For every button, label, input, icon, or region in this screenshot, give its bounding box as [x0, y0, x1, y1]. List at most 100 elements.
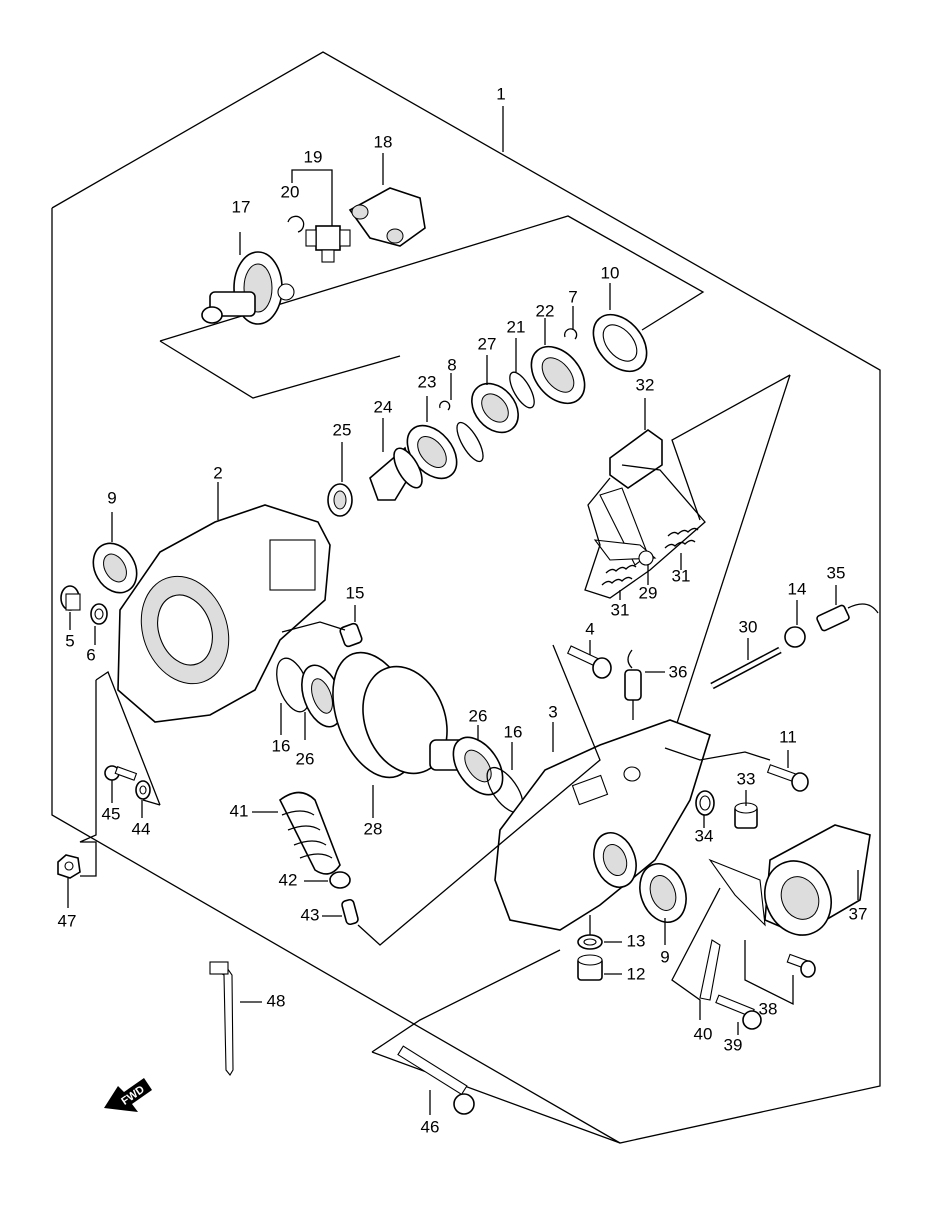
fwd-arrow-icon: FWD: [104, 1078, 152, 1112]
callout-26b: 26: [469, 706, 488, 725]
part-17-flange-shaft: [201, 232, 295, 325]
part-27-spacer: [471, 355, 519, 434]
callout-9a: 9: [107, 488, 116, 507]
callout-39: 39: [724, 1035, 743, 1054]
part-28-differential: [332, 651, 474, 818]
part-7-clip: [563, 328, 578, 340]
part-34-o-ring: [695, 790, 715, 828]
part-30-shaft: [710, 638, 782, 690]
callout-20: 20: [281, 182, 300, 201]
part-2-housing: [117, 482, 331, 723]
callout-8: 8: [447, 355, 456, 374]
part-37-actuator-motor: [708, 824, 871, 936]
callout-35: 35: [827, 563, 846, 582]
callout-36: 36: [669, 662, 688, 681]
part-43-pin: [322, 898, 359, 926]
callout-19: 19: [304, 147, 323, 166]
part-33-plug: [734, 790, 758, 829]
part-38-bolts: [744, 940, 816, 1006]
part-5-plug: [60, 585, 81, 630]
callout-33: 33: [737, 769, 756, 788]
part-23-bearing: [406, 396, 458, 480]
shift-group-line: [664, 374, 791, 761]
part-4-bolt: [566, 640, 612, 679]
callout-11: 11: [779, 727, 797, 746]
part-29-shift-fork: [593, 487, 657, 585]
callout-22: 22: [536, 301, 555, 320]
assembly-outline: [51, 51, 881, 1144]
callout-labels: 1 2 3 4 5 6 7 8 9 9 10 11 12 13 14 15 16…: [58, 84, 868, 1136]
part-36-switch: [624, 649, 665, 720]
callout-9b: 9: [660, 947, 669, 966]
part-ring: [456, 421, 484, 463]
part-32-shift-bracket: [609, 398, 663, 489]
callout-25: 25: [333, 420, 352, 439]
part-24-pinion-gear: [369, 418, 423, 501]
callout-1: 1: [496, 84, 505, 103]
callout-23: 23: [418, 372, 437, 391]
callout-34: 34: [695, 826, 714, 845]
callout-31a: 31: [672, 566, 691, 585]
callout-7: 7: [568, 287, 577, 306]
part-25-needle-bearing: [327, 442, 353, 517]
part-10-oil-seal: [592, 283, 648, 373]
shift-group-outline: [671, 374, 791, 521]
callout-21: 21: [507, 317, 526, 336]
part-26-bearing-right: [452, 725, 504, 796]
callout-28: 28: [364, 819, 383, 838]
part-41-boot: [252, 791, 341, 875]
callout-43: 43: [301, 905, 320, 924]
part-19-universal-joint: [287, 169, 351, 263]
part-9-seal-right: [639, 863, 687, 945]
callout-24: 24: [374, 397, 393, 416]
part-44-washer: [135, 780, 151, 818]
callout-44: 44: [132, 819, 151, 838]
callout-6: 6: [86, 645, 95, 664]
part-21-snap-ring: [509, 371, 535, 409]
callout-18: 18: [374, 132, 393, 151]
callout-15: 15: [346, 583, 365, 602]
part-22-bearing: [530, 318, 586, 405]
callout-48: 48: [267, 991, 286, 1010]
part-47-nut: [57, 854, 81, 908]
part-6-washer: [90, 603, 108, 645]
part-42-clamp: [304, 871, 351, 889]
callout-29: 29: [639, 583, 658, 602]
callout-31b: 31: [611, 600, 630, 619]
part-46-bolt: [397, 1045, 475, 1115]
callout-16a: 16: [272, 736, 291, 755]
part-13-washer: [577, 934, 622, 950]
part-40-bracket: [671, 887, 721, 1020]
callout-30: 30: [739, 617, 758, 636]
part-9-seal-left: [92, 512, 138, 594]
callout-46: 46: [421, 1117, 440, 1136]
callout-41: 41: [230, 801, 249, 820]
callout-26a: 26: [296, 749, 315, 768]
part-48-tie-strap: [209, 961, 262, 1076]
callout-47: 47: [58, 911, 77, 930]
part-8-clip: [439, 400, 451, 411]
part-3-carrier-housing: [494, 719, 711, 931]
pinion-group-outline-left: [159, 340, 401, 399]
callout-17: 17: [232, 197, 251, 216]
callout-27: 27: [478, 334, 497, 353]
callout-2: 2: [213, 463, 222, 482]
part-11-bolt: [766, 750, 809, 792]
part-14-plug: [784, 600, 806, 648]
callout-38: 38: [759, 999, 778, 1018]
callout-13: 13: [627, 931, 646, 950]
callout-14: 14: [788, 579, 807, 598]
callout-32: 32: [636, 375, 655, 394]
callout-40: 40: [694, 1024, 713, 1043]
lower-group-outline: [371, 1051, 621, 1144]
lower-group-outline-2: [371, 949, 561, 1053]
callout-37: 37: [849, 904, 868, 923]
callout-5: 5: [65, 631, 74, 650]
part-12-drain-plug: [577, 954, 622, 981]
pinion-group-outline: [159, 215, 705, 342]
callout-4: 4: [585, 619, 594, 638]
callout-16b: 16: [504, 722, 523, 741]
part-35-sensor: [816, 585, 879, 632]
part-39-bolt: [715, 994, 762, 1035]
